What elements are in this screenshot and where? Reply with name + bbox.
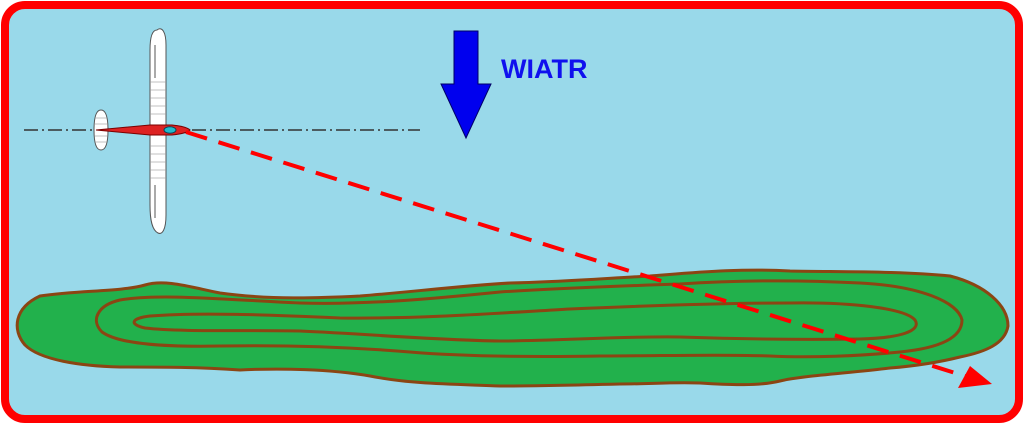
ridge	[15, 268, 1010, 388]
glider-canopy	[163, 126, 177, 134]
wind-label: WIATR	[501, 54, 587, 84]
flight-path-line	[185, 130, 969, 379]
glider-tail-ribs	[95, 117, 107, 143]
glider-wing-ribs	[150, 81, 166, 179]
ridge-contour-inner	[132, 301, 918, 343]
glider-top-view-icon	[93, 28, 191, 234]
arrow-down-icon	[440, 30, 492, 140]
arrowhead-icon	[958, 366, 992, 388]
ridge-contour-middle	[95, 279, 964, 359]
